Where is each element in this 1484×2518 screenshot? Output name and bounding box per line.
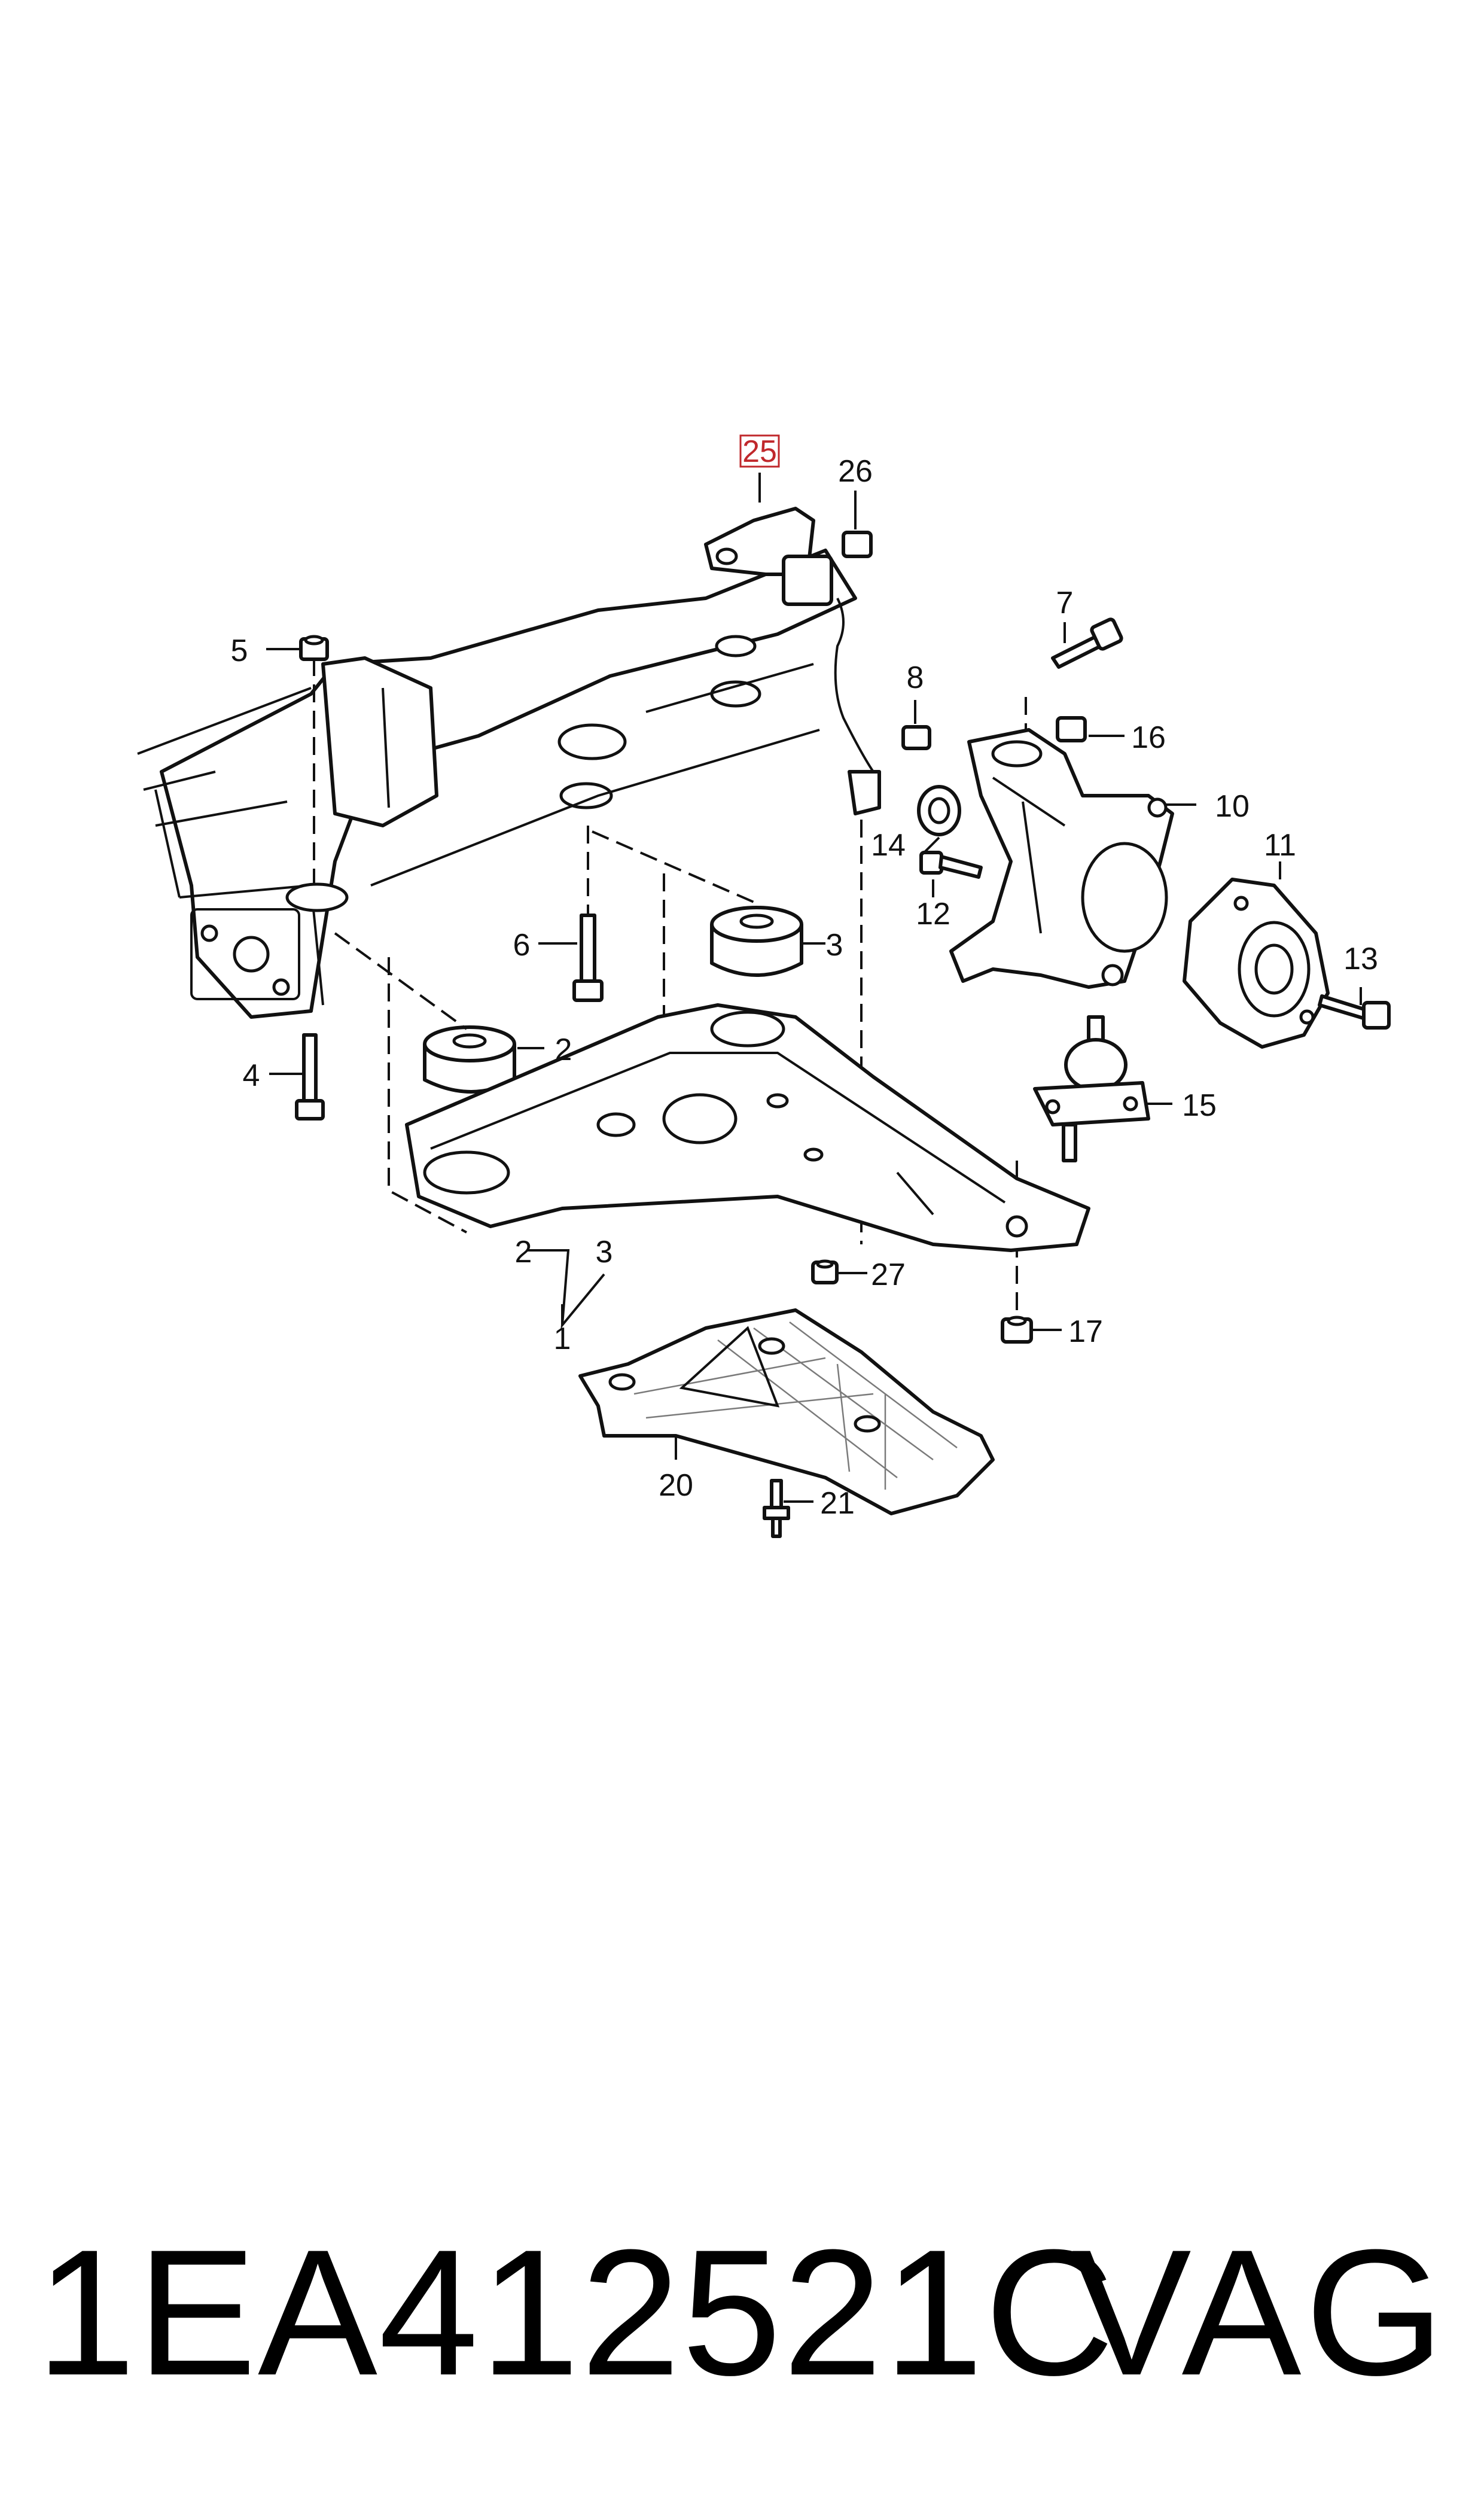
callout-14: 14: [871, 828, 906, 863]
bolt-21: [763, 1479, 790, 1538]
callouts: 5 4 6 2 3 2 3 1 25 26 7 8 16 10 11 14 12…: [231, 434, 1378, 1521]
callout-3-group: 3: [596, 1235, 613, 1269]
bolt-7: [1051, 617, 1123, 669]
nut-8: [901, 725, 931, 750]
callout-2-group: 2: [515, 1235, 532, 1269]
bushing-3: [710, 906, 803, 977]
bushing-2: [423, 1025, 516, 1094]
callout-6: 6: [513, 928, 531, 963]
callout-1: 1: [554, 1322, 571, 1356]
bolt-12: [919, 851, 983, 879]
callout-3: 3: [826, 928, 843, 963]
bolt-13: [1318, 994, 1391, 1030]
callout-21: 21: [820, 1486, 855, 1521]
callout-7: 7: [1056, 586, 1074, 620]
ball-joint: [1033, 1015, 1150, 1162]
callout-15: 15: [1182, 1088, 1217, 1123]
callout-16: 16: [1131, 720, 1166, 755]
callout-20: 20: [659, 1468, 693, 1503]
nut-26: [842, 531, 873, 558]
bolt-4: [295, 1033, 325, 1121]
nut-17: [1001, 1316, 1033, 1344]
callout-26: 26: [838, 454, 873, 489]
bush-14: [917, 785, 961, 836]
callout-12: 12: [916, 897, 950, 931]
callout-10: 10: [1215, 789, 1250, 824]
callout-8: 8: [907, 660, 924, 695]
brand-label: VAG: [1071, 2212, 1448, 2413]
control-arm: [405, 1003, 1090, 1252]
underbody-cover: [578, 1308, 995, 1515]
part-number: 1EA412521C: [36, 2212, 1116, 2413]
nut-5: [299, 635, 329, 661]
callout-4: 4: [243, 1058, 260, 1093]
callout-5: 5: [231, 634, 248, 668]
bolt-6: [572, 914, 604, 1002]
footer: 1EA412521C VAG: [0, 2213, 1484, 2411]
callout-11: 11: [1264, 828, 1296, 863]
callout-27: 27: [871, 1258, 906, 1292]
level-sensor: [704, 507, 881, 815]
nut-16: [1056, 716, 1087, 742]
nut-27: [811, 1259, 839, 1284]
callout-2: 2: [555, 1033, 572, 1067]
suspension-exploded-diagram: 5 4 6 2 3 2 3 1 25 26 7 8 16 10 11 14 12…: [137, 434, 1391, 1538]
steering-knuckle: [949, 728, 1174, 989]
callout-17: 17: [1068, 1314, 1103, 1349]
wheel-hub: [1183, 878, 1330, 1049]
callout-25: 25: [742, 434, 777, 469]
subframe: [137, 549, 857, 1019]
callout-13: 13: [1343, 942, 1378, 976]
leader-lines: [266, 473, 1362, 1503]
callout-25-highlight-box: [739, 434, 780, 468]
